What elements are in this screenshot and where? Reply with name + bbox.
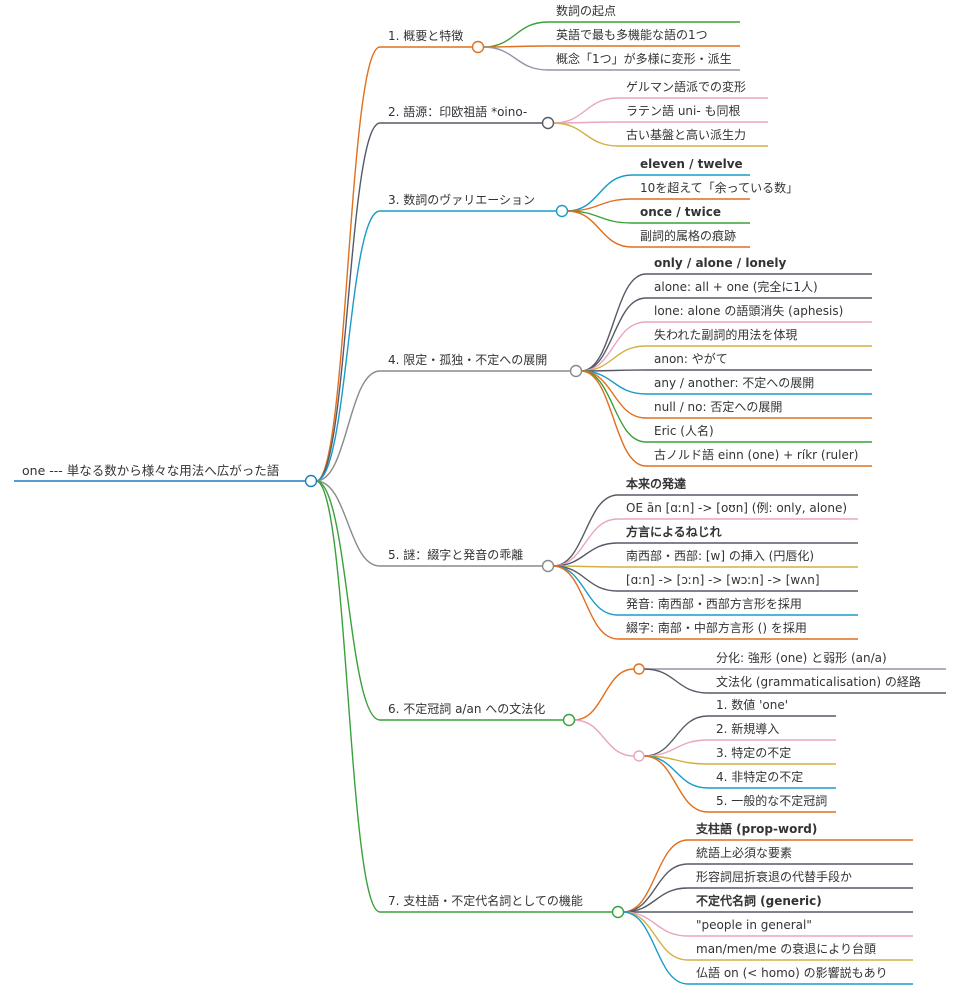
branch-6-sub-2-node xyxy=(633,750,645,762)
branch-2-label: 2. 語源：印欧祖語 *oino- xyxy=(388,104,527,119)
connector-root-to-branch-2 xyxy=(315,122,381,482)
branch-6-sub-2-leaf-3-label: 3. 特定の不定 xyxy=(716,745,791,760)
branch-7-leaf-7-label: 仏語 on (< homo) の影響説もあり xyxy=(696,965,888,980)
connector-branch-7-leaf-2 xyxy=(622,863,689,913)
mind-map-nodes xyxy=(304,40,645,919)
branch-1-node xyxy=(471,40,485,54)
branch-3-leaf-1-label: eleven / twelve xyxy=(640,157,743,171)
branch-5-leaf-2-label: OE ān [ɑːn] -> [oʊn] (例: only, alone) xyxy=(626,501,847,515)
connector-root-to-branch-3 xyxy=(315,210,381,482)
branch-1-leaf-2-label: 英語で最も多機能な語の1つ xyxy=(556,27,708,42)
branch-4-leaf-7-label: null / no: 否定への展開 xyxy=(654,399,782,414)
branch-2-leaf-3-label: 古い基盤と高い派生力 xyxy=(626,127,746,142)
branch-2-node xyxy=(541,116,555,130)
branch-5-label: 5. 謎：綴字と発音の乖離 xyxy=(388,547,523,562)
branch-5-leaf-4-label: 南西部・西部: [w] の挿入 (円唇化) xyxy=(626,548,814,563)
branch-3-node xyxy=(555,204,569,218)
connector-branch-5-leaf-7 xyxy=(552,565,619,640)
connector-root-to-branch-4 xyxy=(315,370,381,482)
branch-6-sub-2-leaf-2-label: 2. 新規導入 xyxy=(716,721,779,736)
branch-2-leaf-1-label: ゲルマン語派での変形 xyxy=(626,79,746,94)
connector-branch-4-leaf-3 xyxy=(580,321,647,372)
connector-branch-6-sub-1-leaf-2 xyxy=(643,668,709,694)
branch-7-leaf-6-label: man/men/me の衰退により台頭 xyxy=(696,941,876,956)
connector-branch-5-leaf-5 xyxy=(552,565,619,592)
branch-3-leaf-2-label: 10を超えて「余っている数」 xyxy=(640,180,798,195)
connector-branch-1-leaf-1 xyxy=(482,21,549,48)
branch-4-node xyxy=(569,364,583,378)
mind-map-labels: one --- 単なる数から様々な用法へ広がった語 1. 概要と特徴 数詞の起点英語… xyxy=(22,3,921,980)
connector-branch-6-sub-2 xyxy=(573,719,635,757)
connector-branch-5-leaf-2 xyxy=(552,518,619,567)
branch-6-sub-1-leaf-2-label: 文法化 (grammaticalisation) の経路 xyxy=(716,674,921,689)
branch-7-leaf-4-label: 不定代名詞 (generic) xyxy=(696,893,822,908)
branch-6-sub-2-leaf-4-label: 4. 非特定の不定 xyxy=(716,769,803,784)
connector-branch-2-leaf-1 xyxy=(552,97,619,124)
connector-branch-3-leaf-1 xyxy=(566,174,633,212)
connector-branch-5-leaf-3 xyxy=(552,542,619,567)
branch-7-leaf-2-label: 統語上必須な要素 xyxy=(696,845,792,860)
root-node xyxy=(304,474,318,488)
connector-branch-6-sub-2-leaf-1 xyxy=(643,715,709,757)
connector-branch-6-sub-2-leaf-5 xyxy=(643,755,709,813)
connector-branch-4-leaf-9 xyxy=(580,370,647,467)
connector-branch-1-leaf-3 xyxy=(482,46,549,71)
branch-2-leaf-2-label: ラテン語 uni- も同根 xyxy=(626,103,741,118)
connector-branch-6-sub-2-leaf-2 xyxy=(643,739,709,757)
branch-5-leaf-1-label: 本来の発達 xyxy=(626,476,686,491)
connector-branch-5-leaf-1 xyxy=(552,494,619,567)
connector-branch-6-sub-1 xyxy=(573,668,635,721)
connector-branch-7-leaf-6 xyxy=(622,911,689,961)
branch-7-leaf-5-label: "people in general" xyxy=(696,918,812,932)
connector-branch-4-leaf-7 xyxy=(580,370,647,419)
root-topic-label: one --- 単なる数から様々な用法へ広がった語 xyxy=(22,463,280,478)
branch-6-sub-1-node xyxy=(633,663,645,675)
branch-3-label: 3. 数詞のヴァリエーション xyxy=(388,192,535,207)
branch-5-leaf-6-label: 発音: 南西部・西部方言形を採用 xyxy=(626,596,802,611)
branch-7-node xyxy=(611,905,625,919)
connector-root-to-branch-1 xyxy=(315,46,381,482)
branch-4-leaf-8-label: Eric (人名) xyxy=(654,423,714,438)
branch-6-sub-2-leaf-1-label: 1. 数値 'one' xyxy=(716,697,788,712)
branch-6-label: 6. 不定冠詞 a/an への文法化 xyxy=(388,701,545,716)
connector-branch-4-leaf-2 xyxy=(580,297,647,372)
connector-branch-2-leaf-3 xyxy=(552,122,619,147)
connector-branch-4-leaf-1 xyxy=(580,273,647,372)
branch-4-leaf-9-label: 古ノルド語 einn (one) + ríkr (ruler) xyxy=(654,447,858,462)
branch-5-leaf-5-label: [ɑːn] -> [ɔːn] -> [wɔːn] -> [wʌn] xyxy=(626,573,820,587)
branch-3-leaf-4-label: 副詞的属格の痕跡 xyxy=(640,228,736,243)
connector-root-to-branch-5 xyxy=(315,480,381,567)
branch-4-label: 4. 限定・孤独・不定への展開 xyxy=(388,352,547,367)
branch-7-label: 7. 支柱語・不定代名詞としての機能 xyxy=(388,893,583,908)
branch-6-sub-1-leaf-1-label: 分化: 強形 (one) と弱形 (an/a) xyxy=(716,651,887,665)
branch-4-leaf-1-label: only / alone / lonely xyxy=(654,256,786,270)
branch-6-node xyxy=(562,713,576,727)
branch-4-leaf-6-label: any / another: 不定への展開 xyxy=(654,375,814,390)
connector-branch-7-leaf-3 xyxy=(622,887,689,913)
branch-1-leaf-3-label: 概念「1つ」が多様に変形・派生 xyxy=(556,51,732,66)
branch-4-leaf-4-label: 失われた副詞的用法を体現 xyxy=(654,327,797,342)
connector-branch-7-leaf-1 xyxy=(622,839,689,913)
branch-7-leaf-1-label: 支柱語 (prop-word) xyxy=(695,821,817,836)
branch-4-leaf-5-label: anon: やがて xyxy=(654,351,728,366)
branch-3-leaf-3-label: once / twice xyxy=(640,205,721,219)
connector-branch-7-leaf-5 xyxy=(622,911,689,937)
branch-1-leaf-1-label: 数詞の起点 xyxy=(556,3,616,18)
connector-root-to-branch-6 xyxy=(315,480,381,721)
connector-branch-3-leaf-4 xyxy=(566,210,633,248)
branch-4-leaf-3-label: lone: alone の語頭消失 (aphesis) xyxy=(654,303,843,318)
connector-branch-7-leaf-7 xyxy=(622,911,689,985)
branch-5-leaf-3-label: 方言によるねじれ xyxy=(626,524,722,539)
connector-root-to-branch-7 xyxy=(315,480,381,913)
mind-map-connectors xyxy=(14,21,946,985)
branch-5-node xyxy=(541,559,555,573)
branch-1-label: 1. 概要と特徴 xyxy=(388,28,463,43)
branch-6-sub-2-leaf-5-label: 5. 一般的な不定冠詞 xyxy=(716,793,827,808)
branch-4-leaf-2-label: alone: all + one (完全に1人) xyxy=(654,279,818,294)
branch-5-leaf-7-label: 綴字: 南部・中部方言形 () を採用 xyxy=(626,620,807,635)
branch-7-leaf-3-label: 形容詞屈折衰退の代替手段か xyxy=(696,869,852,884)
